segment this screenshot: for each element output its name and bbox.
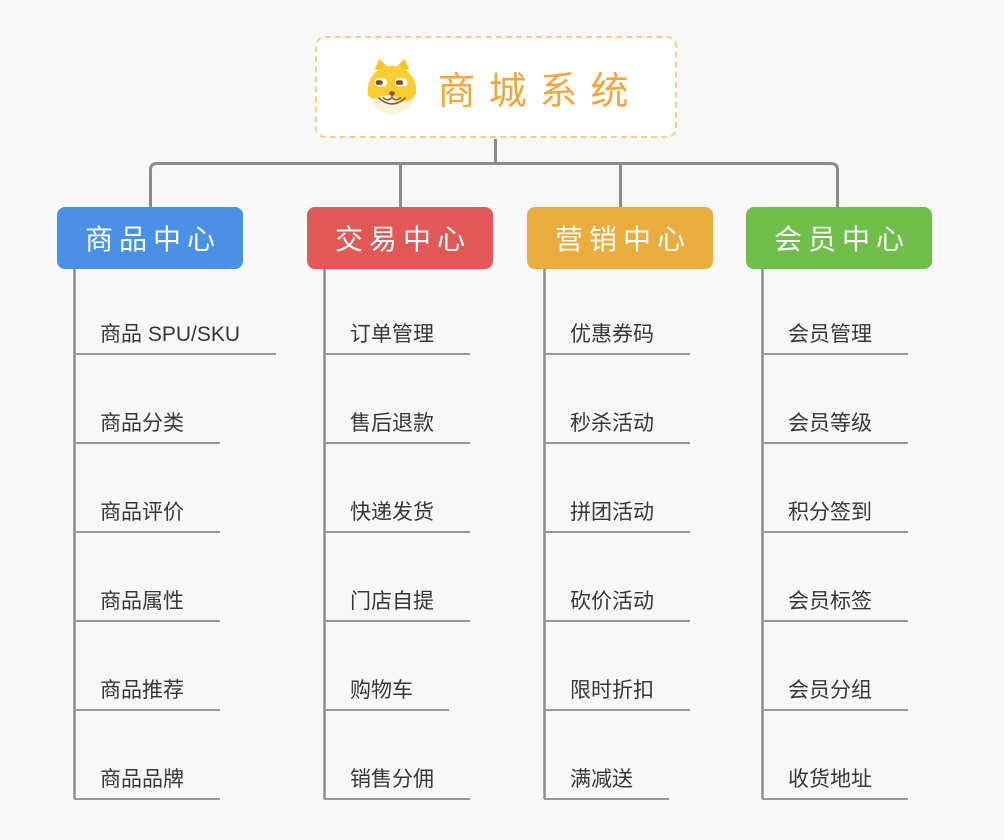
leaf-item[interactable]: 商品品牌 — [74, 767, 220, 800]
leaf-item[interactable]: 售后退款 — [324, 411, 470, 444]
leaf-item[interactable]: 拼团活动 — [544, 500, 690, 533]
leaf-item[interactable]: 商品属性 — [74, 589, 220, 622]
leaf-item[interactable]: 砍价活动 — [544, 589, 690, 622]
leaf-item[interactable]: 秒杀活动 — [544, 411, 690, 444]
leaf-item[interactable]: 会员等级 — [762, 411, 908, 444]
leaf-item[interactable]: 限时折扣 — [544, 678, 690, 711]
branch-label: 会员中心 — [773, 224, 910, 255]
leaf-item[interactable]: 商品分类 — [74, 411, 220, 444]
branch-node-member-center[interactable]: 会员中心 — [746, 207, 932, 269]
leaf-item[interactable]: 商品评价 — [74, 500, 220, 533]
branch-label: 商品中心 — [84, 224, 221, 255]
branch-node-marketing-center[interactable]: 营销中心 — [527, 207, 713, 269]
leaf-item[interactable]: 商品推荐 — [74, 678, 220, 711]
branch-node-product-center[interactable]: 商品中心 — [57, 207, 243, 269]
leaf-item[interactable]: 收货地址 — [762, 767, 908, 800]
root-node[interactable]: 商城系统 — [315, 36, 677, 138]
leaf-item[interactable]: 会员标签 — [762, 589, 908, 622]
leaf-item[interactable]: 销售分佣 — [324, 767, 470, 800]
leaf-item[interactable]: 会员分组 — [762, 678, 908, 711]
branch-node-trade-center[interactable]: 交易中心 — [307, 207, 493, 269]
leaf-item[interactable]: 商品 SPU/SKU — [74, 322, 277, 355]
dog-face-icon — [368, 58, 417, 115]
root-title: 商城系统 — [437, 70, 642, 113]
leaf-item[interactable]: 会员管理 — [762, 322, 908, 355]
branch-label: 交易中心 — [334, 224, 471, 255]
leaf-item[interactable]: 满减送 — [544, 767, 669, 800]
branch-label: 营销中心 — [554, 224, 691, 255]
leaf-item[interactable]: 门店自提 — [324, 589, 470, 622]
leaf-item[interactable]: 购物车 — [324, 678, 449, 711]
leaf-item[interactable]: 积分签到 — [762, 500, 908, 533]
leaf-item[interactable]: 快递发货 — [324, 500, 470, 533]
leaf-item[interactable]: 订单管理 — [324, 322, 470, 355]
leaf-item[interactable]: 优惠券码 — [544, 322, 690, 355]
